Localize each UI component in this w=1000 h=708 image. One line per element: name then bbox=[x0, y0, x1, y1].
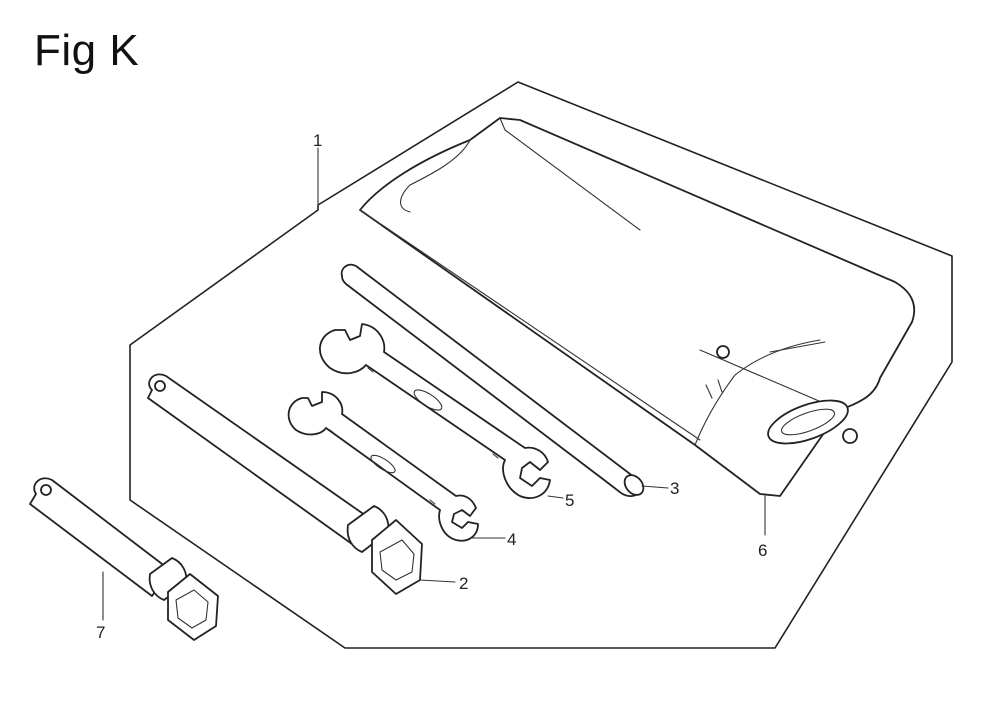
pouch-snap-icon bbox=[842, 428, 858, 444]
socket-wrench bbox=[29, 477, 219, 641]
open-end-wrench-small bbox=[287, 391, 479, 542]
callout-4: 4 bbox=[507, 530, 516, 549]
callout-2: 2 bbox=[459, 574, 468, 593]
tommy-bar bbox=[340, 263, 645, 498]
callout-7: 7 bbox=[96, 623, 105, 642]
callout-5: 5 bbox=[565, 491, 574, 510]
callout-6: 6 bbox=[758, 541, 767, 560]
tool-pouch bbox=[359, 117, 916, 497]
open-end-wrench-large bbox=[319, 323, 551, 499]
spark-plug-wrench bbox=[147, 373, 423, 595]
callout-1: 1 bbox=[313, 131, 322, 150]
figure-title: Fig K bbox=[34, 26, 140, 75]
callout-3: 3 bbox=[670, 479, 679, 498]
kit-boundary-outline bbox=[129, 81, 953, 649]
pouch-button-icon bbox=[716, 345, 730, 359]
pouch-emblem-icon bbox=[767, 399, 849, 445]
